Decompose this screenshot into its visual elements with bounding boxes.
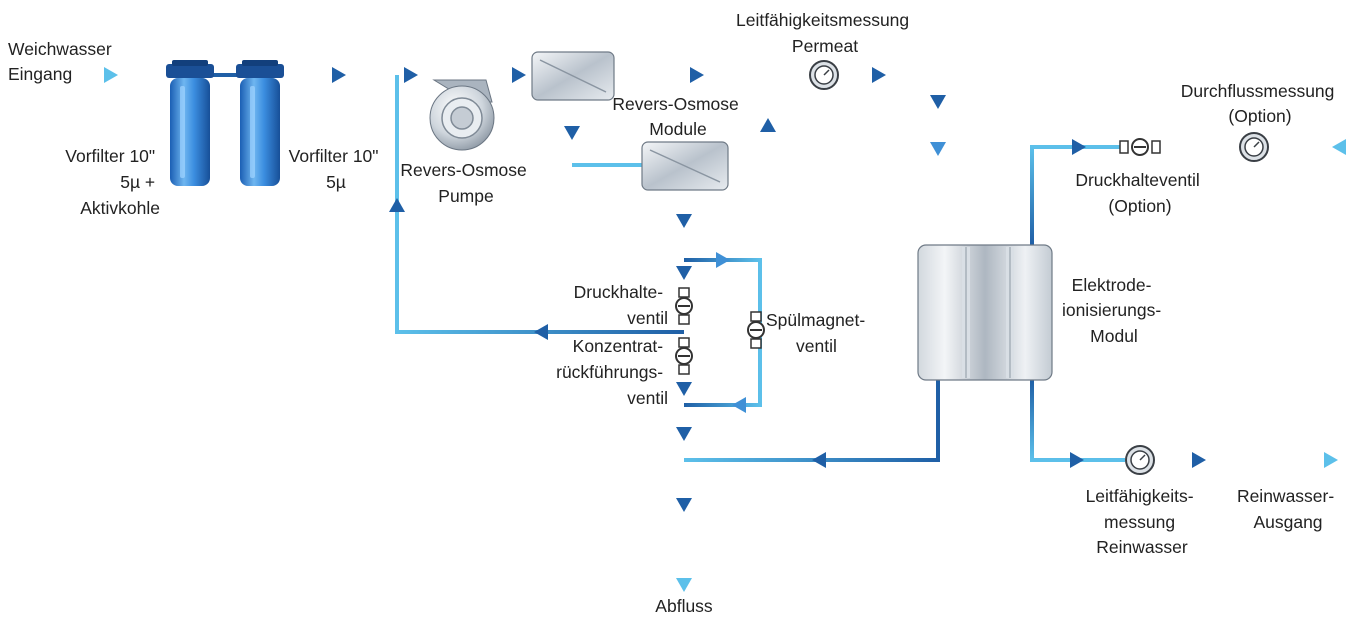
- arrow-pure-1: [1070, 452, 1084, 468]
- arrow-ro-up: [760, 118, 776, 132]
- ro-module-upper: [531, 51, 615, 101]
- label-ro-pump: Revers-Osmose Pumpe: [400, 160, 531, 206]
- pipe-edi-pure-out: [1030, 380, 1125, 462]
- label-prefilter-2: Vorfilter 10" 5µ: [289, 146, 384, 192]
- arrow-ro-split: [564, 126, 580, 140]
- arrow-option-in: [1332, 139, 1346, 155]
- label-inlet: Weichwasser Eingang: [8, 39, 117, 84]
- arrow-flush-left: [732, 397, 746, 413]
- gauge-flow-icon: [1239, 132, 1269, 162]
- labels: Weichwasser Eingang Vorfilter 10" 5µ + A…: [8, 10, 1340, 616]
- arrow-option-right: [1072, 139, 1086, 155]
- arrow-inlet: [104, 67, 118, 83]
- label-ro-modules: Revers-Osmose Module: [612, 94, 743, 139]
- pipe-option-line: [1030, 145, 1120, 245]
- ro-pump: [429, 79, 495, 151]
- arrow-after-pump: [512, 67, 526, 83]
- label-cond-permeate: Leitfähigkeitsmessung Permeat: [736, 10, 914, 56]
- label-cond-pure: Leitfähigkeits- messung Reinwasser: [1086, 486, 1199, 557]
- flow-arrows: [104, 67, 1346, 592]
- label-pressure-valve: Druckhalte- ventil: [574, 282, 668, 328]
- ro-module-lower: [641, 141, 729, 191]
- label-prefilter-1: Vorfilter 10" 5µ + Aktivkohle: [65, 146, 160, 218]
- label-concentrate-valve: Konzentrat- rückführungs- ventil: [556, 336, 668, 408]
- arrow-flush-right: [716, 252, 730, 268]
- label-edi-module: Elektrode- ionisierungs- Modul: [1062, 275, 1166, 346]
- arrow-concentrate-1: [676, 214, 692, 228]
- arrow-recirc-left: [534, 324, 548, 340]
- arrow-permeate-down-1: [930, 95, 946, 109]
- pipe-edi-drain: [684, 380, 940, 462]
- label-drain: Abfluss: [655, 596, 713, 616]
- arrow-permeate-down-2: [930, 142, 946, 156]
- arrow-recirc-up: [389, 198, 405, 212]
- label-flush-valve: Spülmagnet- ventil: [766, 310, 870, 356]
- arrow-permeate-1: [690, 67, 704, 83]
- arrow-edi-drain: [812, 452, 826, 468]
- arrow-concentrate-3: [676, 382, 692, 396]
- edi-module: [917, 244, 1053, 381]
- label-pressure-valve-option: Druckhalteventil (Option): [1075, 170, 1204, 216]
- arrow-pure-2: [1192, 452, 1206, 468]
- pressure-valve-option-icon: [1119, 138, 1161, 156]
- arrow-permeate-2: [872, 67, 886, 83]
- arrow-drain-2: [676, 578, 692, 592]
- arrow-drain-1: [676, 498, 692, 512]
- gauge-pure-icon: [1125, 445, 1155, 475]
- flush-valve-icon: [747, 311, 765, 349]
- arrow-concentrate-2: [676, 266, 692, 280]
- arrow-before-pump: [404, 67, 418, 83]
- prefilter-2: [236, 60, 284, 186]
- arrow-concentrate-4: [676, 427, 692, 441]
- prefilter-1: [166, 60, 214, 186]
- label-flow-measure: Durchflussmessung (Option): [1181, 81, 1340, 126]
- pressure-valve-icon: [675, 287, 693, 325]
- arrow-pure-out: [1324, 452, 1338, 468]
- gauge-permeate-icon: [809, 60, 839, 90]
- arrow-after-filter: [332, 67, 346, 83]
- concentrate-valve-icon: [675, 337, 693, 375]
- pipe-recirculation: [395, 75, 684, 334]
- label-pure-outlet: Reinwasser- Ausgang: [1237, 486, 1339, 532]
